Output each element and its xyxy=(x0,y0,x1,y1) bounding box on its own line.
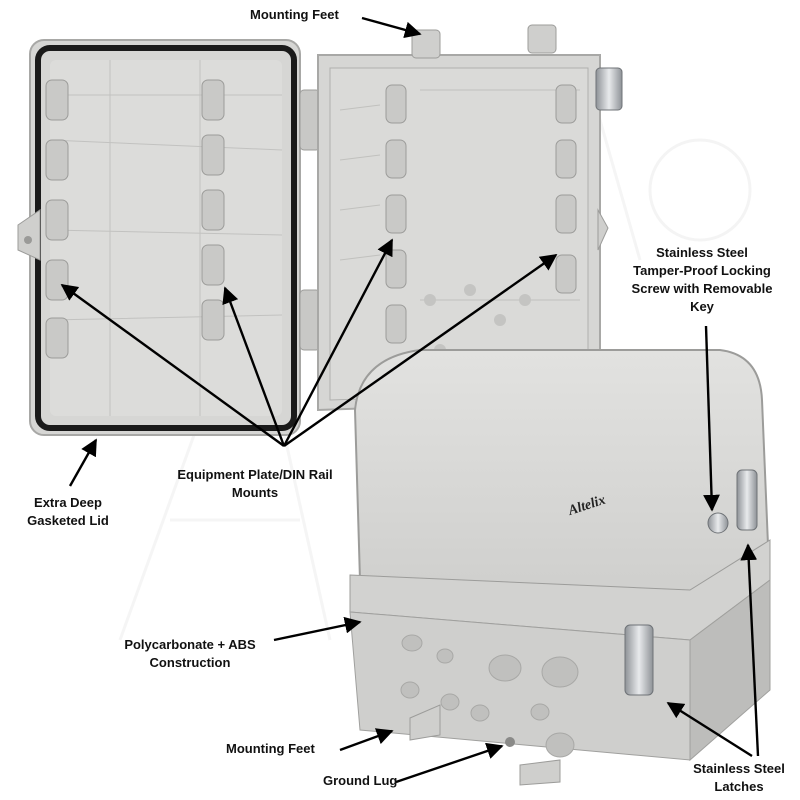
latch-open xyxy=(595,67,623,111)
ground-lug xyxy=(505,737,515,747)
open-base xyxy=(317,24,623,412)
label-extra-deep-lid: Extra Deep Gasketed Lid xyxy=(27,495,109,528)
label-mounting-feet-top: Mounting Feet xyxy=(250,7,339,22)
label-stainless-locking-screw: Stainless Steel Tamper-Proof Locking Scr… xyxy=(631,245,773,314)
label-polycarbonate: Polycarbonate + ABS Construction xyxy=(124,637,256,670)
callout-arrows xyxy=(60,16,760,784)
latch-front xyxy=(624,624,654,696)
label-stainless-latches: Stainless Steel Latches xyxy=(693,761,785,794)
hinges xyxy=(299,89,321,351)
label-equipment-plate: Equipment Plate/DIN Rail Mounts xyxy=(177,467,333,500)
locking-screw xyxy=(707,512,729,534)
latch-side xyxy=(736,469,758,531)
label-mounting-feet-bottom: Mounting Feet xyxy=(226,741,315,756)
label-ground-lug: Ground Lug xyxy=(323,773,398,788)
closed-enclosure: Altelix xyxy=(349,349,771,786)
open-lid xyxy=(17,39,301,436)
mounting-foot xyxy=(527,24,557,54)
mounting-foot xyxy=(411,29,441,59)
